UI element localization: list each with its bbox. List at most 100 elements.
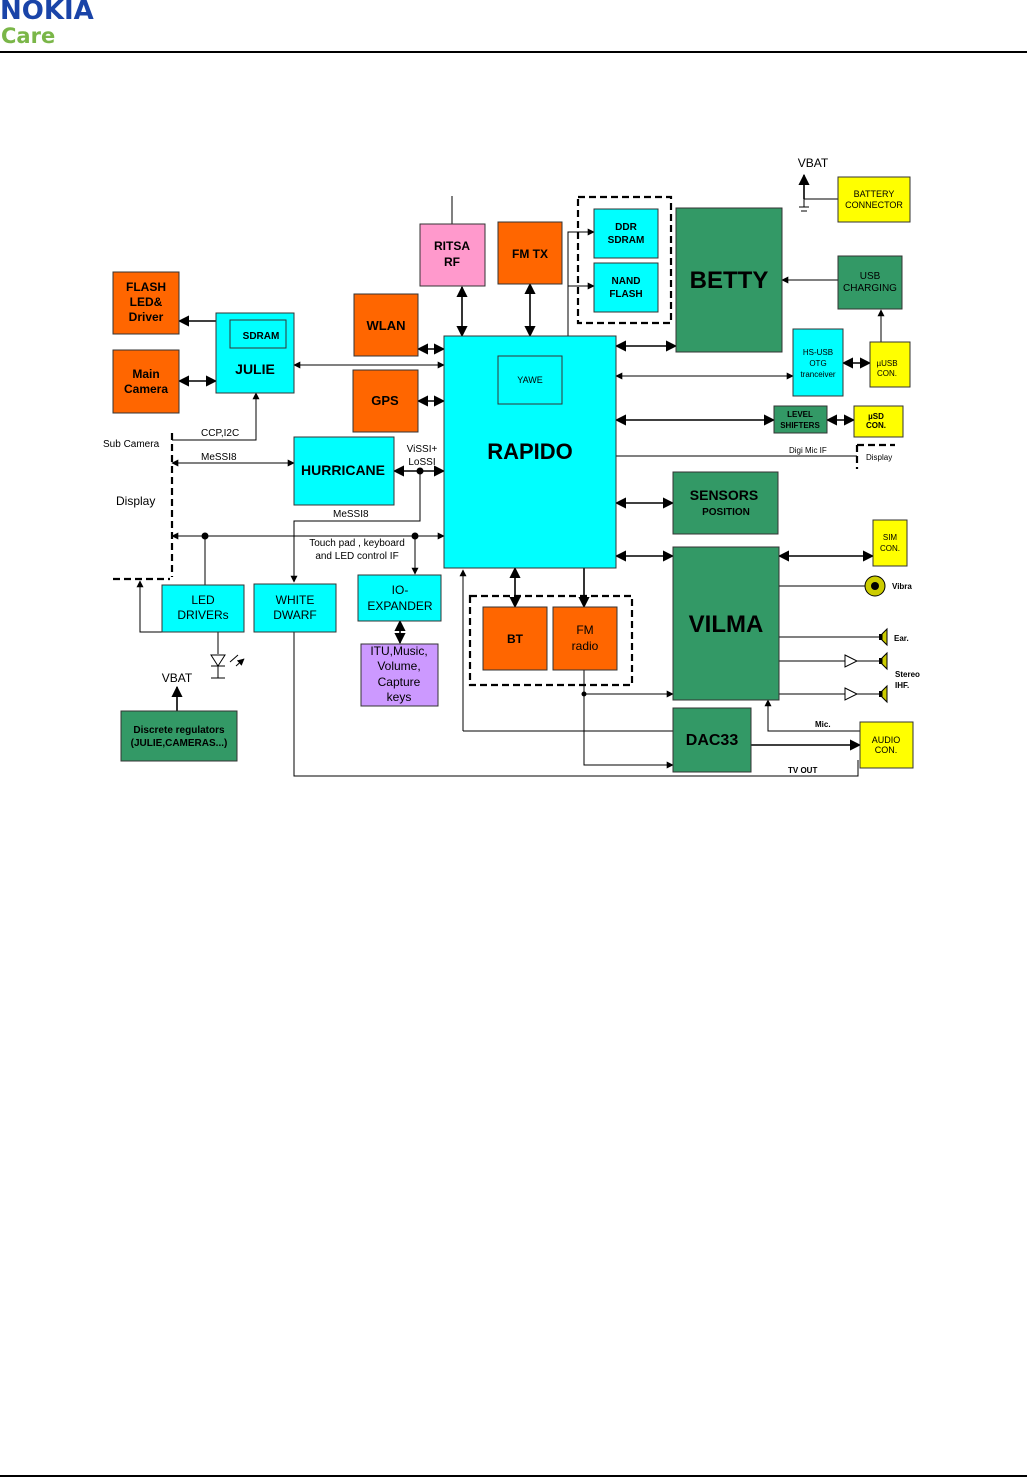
keys-label-2: Volume, — [377, 659, 420, 673]
ihf-label: IHF. — [895, 681, 909, 690]
gps-block — [352, 369, 419, 433]
keys-label-4: keys — [387, 690, 412, 704]
flash-led-label-3: Driver — [129, 310, 164, 324]
level-shifters-label-2: SHIFTERS — [780, 421, 820, 430]
subcamera-julie-link — [172, 392, 260, 441]
fm-tx-block — [497, 221, 563, 285]
fm-vilma-link — [583, 670, 674, 698]
vbat-top-label: VBAT — [798, 156, 829, 170]
rapido-label: RAPIDO — [487, 439, 573, 464]
display-right-outline — [855, 443, 895, 469]
vissi-label-1: ViSSI+ — [407, 444, 438, 455]
vibra-label: Vibra — [892, 582, 912, 591]
yawe-label: YAWE — [517, 375, 543, 385]
vilma-label: VILMA — [689, 611, 764, 638]
sensors-block — [672, 471, 779, 535]
ritsa-label-2: RF — [444, 255, 460, 269]
ddr-sdram-block — [593, 208, 659, 259]
main-camera-block — [112, 349, 180, 414]
svg-text:Discrete regulators(JULIE,CAME: Discrete regulators(JULIE,CAMERAS...) — [131, 725, 228, 749]
sensors-label-2: POSITION — [702, 507, 750, 518]
bt-fm-group-outline — [468, 594, 634, 687]
messi8-top-label: MeSSI8 — [201, 452, 237, 463]
white-dwarf-block — [253, 583, 337, 633]
io-expander-label-2: EXPANDER — [367, 599, 432, 613]
nand-label-1: NAND — [612, 276, 641, 287]
memory-group-outline — [576, 195, 673, 325]
level-shifters-block — [773, 405, 828, 434]
nand-label-2: FLASH — [609, 289, 642, 300]
usb-con-label-2: CON. — [877, 369, 897, 378]
sensors-label-1: SENSORS — [690, 487, 758, 503]
fm-tx-label: FM TX — [512, 247, 548, 261]
rapido-ddr-link — [567, 228, 595, 336]
julie-sdram-block — [229, 319, 287, 349]
diode-lines — [211, 665, 225, 679]
usd-con-block — [853, 405, 904, 438]
diode-icon — [210, 654, 226, 667]
header-rule — [0, 51, 1027, 53]
white-dwarf-tvout-line — [293, 632, 859, 777]
ccp-i2c-label: CCP,I2C — [201, 428, 239, 439]
betty-label: BETTY — [690, 267, 769, 294]
display-left-label: Display — [116, 494, 155, 508]
audio-con-block — [859, 721, 914, 769]
vilma-block — [672, 546, 780, 701]
battery-label-1: BATTERY — [854, 189, 895, 199]
sim-con-label-1: SIM — [883, 533, 898, 542]
keys-label-3: Capture — [378, 675, 421, 689]
battery-connector-block — [837, 176, 911, 223]
audio-con-label-1: AUDIO — [872, 735, 901, 745]
sim-con-block — [872, 519, 908, 567]
led-drivers-label-1: LED — [191, 593, 215, 607]
white-dwarf-label-1: WHITE — [276, 593, 315, 607]
fm-radio-label-1: FM — [576, 623, 593, 637]
svg-text:IO-EXPANDER: IO-EXPANDER — [367, 583, 432, 613]
sim-con-label-2: CON. — [880, 544, 900, 553]
usb-con-label-1: µUSB — [876, 359, 897, 368]
care-logo: Care — [1, 24, 56, 48]
julie-sdram-label: SDRAM — [243, 331, 280, 342]
white-dwarf-label-2: DWARF — [273, 608, 317, 622]
tv-out-label: TV OUT — [788, 766, 817, 775]
betty-block — [675, 207, 783, 353]
level-shifters-label-1: LEVEL — [787, 410, 813, 419]
usd-con-label-1: µSD — [868, 412, 884, 421]
wlan-block — [353, 293, 419, 357]
dac33-label: DAC33 — [686, 732, 739, 749]
digi-mic-label: Digi Mic IF — [789, 446, 827, 455]
hs-usb-block — [792, 328, 844, 397]
audio-con-label-2: CON. — [875, 745, 898, 755]
fm-dac-link — [583, 694, 674, 769]
yawe-block — [497, 355, 563, 405]
amplifier-icon — [844, 687, 859, 701]
bt-block — [482, 606, 548, 671]
hs-usb-label-1: HS-USB — [803, 348, 833, 357]
hs-usb-label-3: tranceiver — [800, 370, 835, 379]
hs-usb-label-2: OTG — [809, 359, 826, 368]
nand-flash-block — [593, 262, 659, 313]
flash-led-block — [112, 271, 180, 335]
usb-charging-block — [837, 255, 903, 310]
flash-led-label-1: FLASH — [126, 280, 166, 294]
speaker-icon — [879, 684, 888, 704]
flash-led-label-2: LED& — [130, 295, 163, 309]
regulators-label-2: (JULIE,CAMERAS...) — [131, 738, 228, 749]
main-camera-label-1: Main — [132, 367, 159, 381]
keys-block — [360, 643, 439, 707]
vibra-motor-icon — [864, 575, 886, 597]
ddr-label-1: DDR — [615, 222, 637, 233]
